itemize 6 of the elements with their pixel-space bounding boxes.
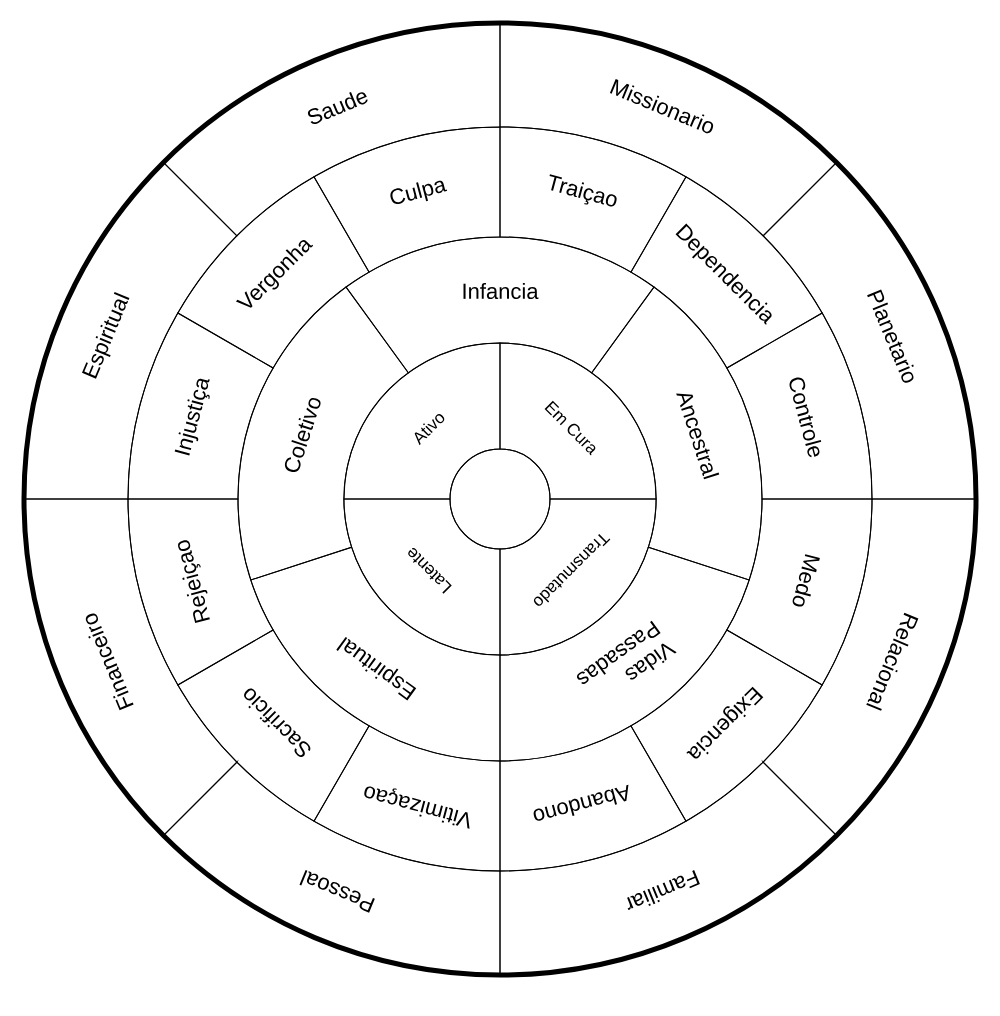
ring-sector: Medo	[726, 498, 873, 686]
ring-sector: Rejeiçao	[127, 498, 274, 686]
ring-sector: Culpa	[313, 126, 501, 273]
ring-sector: Infancia	[345, 236, 655, 374]
ring-sector: Injustiça	[127, 312, 274, 500]
ring-sector: Abandono	[499, 725, 687, 872]
